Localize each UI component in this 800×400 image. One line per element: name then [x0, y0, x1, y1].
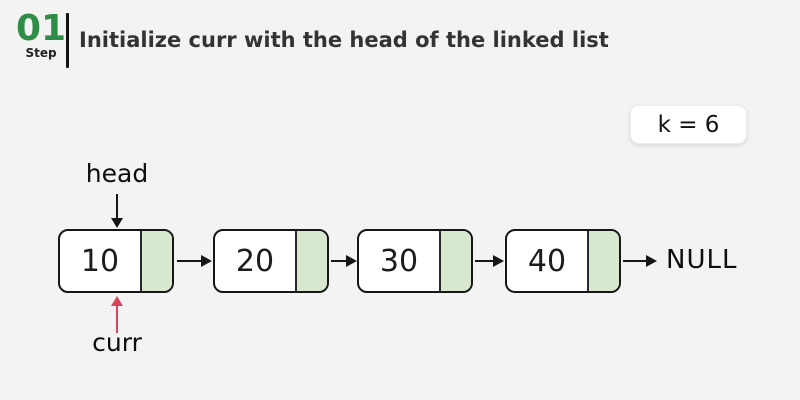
head-arrow-shaft — [115, 194, 119, 218]
arrow-shaft — [623, 259, 646, 263]
header-divider — [66, 13, 69, 68]
step-number: 01 — [15, 8, 67, 49]
curr-arrow — [110, 296, 124, 333]
head-arrow — [110, 194, 124, 228]
next-pointer-arrow-2 — [331, 255, 357, 267]
list-node-1: 10 — [58, 229, 174, 293]
node-next-pointer-cell — [587, 231, 619, 291]
arrow-shaft — [475, 259, 493, 263]
next-pointer-arrow-3 — [475, 255, 504, 267]
node-next-pointer-cell — [140, 231, 172, 291]
arrow-shaft — [331, 259, 346, 263]
node-value: 30 — [379, 243, 419, 279]
list-node-4: 40 — [505, 229, 621, 293]
node-value: 40 — [527, 243, 567, 279]
node-value: 20 — [235, 243, 275, 279]
k-value-badge: k = 6 — [630, 105, 747, 144]
step-indicator: 01 Step — [15, 8, 67, 60]
node-next-pointer-cell — [295, 231, 327, 291]
arrow-tip — [646, 255, 657, 267]
list-node-3: 30 — [357, 229, 473, 293]
arrow-shaft — [177, 259, 201, 263]
head-arrow-tip — [111, 218, 123, 228]
curr-arrow-tip — [111, 296, 123, 306]
node-next-pointer-cell — [439, 231, 471, 291]
null-label: NULL — [666, 245, 738, 275]
next-pointer-arrow-1 — [177, 255, 212, 267]
node-value: 10 — [80, 243, 120, 279]
head-pointer-label: head — [85, 159, 149, 188]
null-arrow — [623, 255, 657, 267]
curr-pointer-label: curr — [92, 328, 142, 357]
arrow-tip — [201, 255, 212, 267]
curr-arrow-shaft — [115, 306, 119, 333]
arrow-tip — [493, 255, 504, 267]
list-node-2: 20 — [213, 229, 329, 293]
step-label: Step — [25, 45, 57, 60]
arrow-tip — [346, 255, 357, 267]
page-title: Initialize curr with the head of the lin… — [79, 28, 609, 52]
